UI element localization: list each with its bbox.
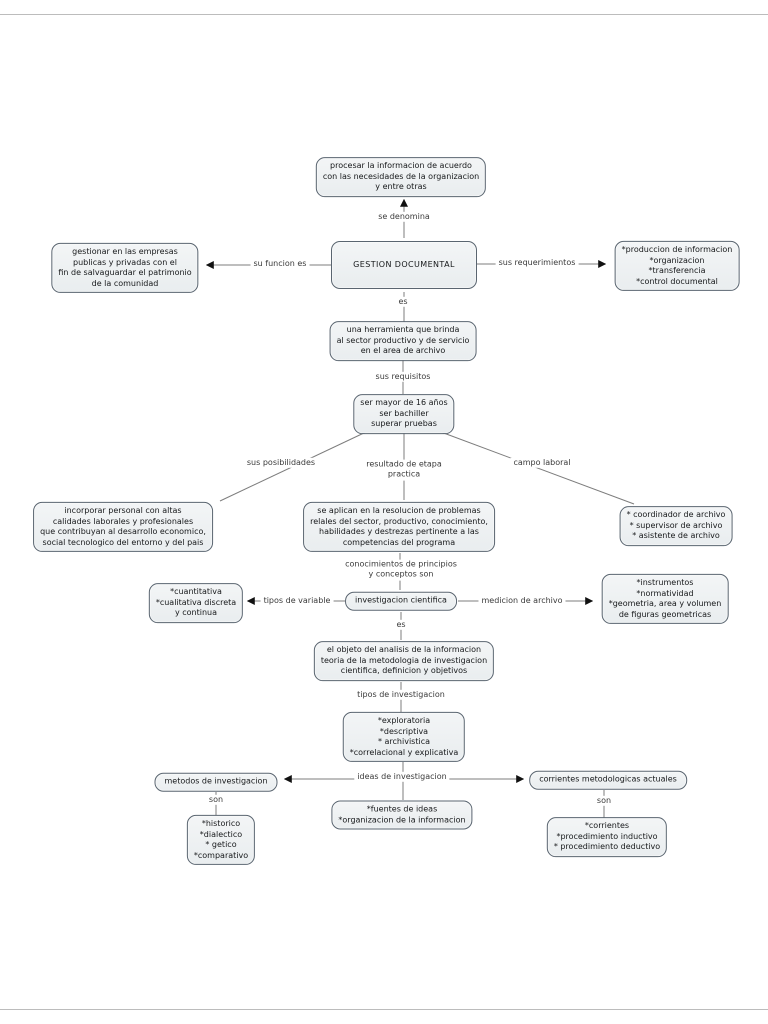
- node-objeto-analisis: el objeto del analisis de la informacion…: [313, 641, 495, 681]
- node-investigacion-cientifica: investigacion cientifica: [345, 591, 457, 611]
- link-label-tipos-de-variable: tipos de variable: [260, 595, 334, 607]
- link-label-es-1: es: [395, 296, 411, 308]
- link-label-son-left: son: [205, 794, 227, 806]
- node-metodos-investigacion: metodos de investigacion: [154, 772, 278, 792]
- link-label-sus-posibilidades: sus posibilidades: [243, 457, 319, 469]
- node-requisitos: ser mayor de 16 años ser bachiller super…: [353, 394, 455, 434]
- link-label-resultado-de-etapa-practica: resultado de etapa practica: [363, 459, 445, 481]
- page-bottom-edge: [0, 1009, 768, 1010]
- link-label-se-denomina: se denomina: [375, 211, 433, 223]
- node-fuentes-ideas: *fuentes de ideas *organizacion de la in…: [331, 800, 473, 830]
- node-procesar-informacion: procesar la informacion de acuerdo con l…: [315, 157, 487, 197]
- node-incorporar-personal: incorporar personal con altas calidades …: [33, 501, 213, 553]
- node-cuantitativa-cualitativa: *cuantitativa *cualitativa discreta y co…: [148, 583, 244, 623]
- link-label-campo-laboral: campo laboral: [510, 457, 574, 469]
- node-instrumentos-normatividad: *instrumentos *normatividad *geometria, …: [601, 573, 729, 625]
- node-herramienta-sector: una herramienta que brinda al sector pro…: [329, 321, 477, 361]
- link-label-tipos-de-investigacion: tipos de investigacion: [354, 689, 448, 701]
- node-cargos-archivo: * coordinador de archivo * supervisor de…: [619, 506, 733, 546]
- node-corrientes-procedimientos: *corrientes *procedimiento inductivo * p…: [546, 817, 668, 857]
- link-label-medicion-de-archivo: medicion de archivo: [478, 595, 566, 607]
- link-label-son-right: son: [593, 795, 615, 807]
- node-se-aplican-resolucion: se aplican en la resolucion de problemas…: [303, 501, 495, 553]
- node-gestionar-empresas: gestionar en las empresas publicas y pri…: [51, 242, 199, 294]
- link-label-su-funcion-es: su funcion es: [250, 258, 310, 270]
- page-top-edge: [0, 14, 768, 15]
- link-label-conocimientos-de-principios: conocimientos de principios y conceptos …: [342, 559, 460, 581]
- node-tipos-exploratoria: *exploratoria *descriptiva * archivistic…: [342, 711, 466, 763]
- node-corrientes-metodologicas: corrientes metodologicas actuales: [529, 770, 687, 790]
- node-metodos-historico: *historico *dialectico * getico *compara…: [186, 814, 256, 866]
- link-label-sus-requerimientos: sus requerimientos: [495, 257, 579, 269]
- link-label-ideas-de-investigacion: ideas de investigacion: [354, 771, 450, 783]
- link-label-sus-requisitos: sus requisitos: [372, 371, 434, 383]
- node-gestion-documental: GESTION DOCUMENTAL: [331, 241, 477, 289]
- link-label-es-2: es: [393, 619, 409, 631]
- node-produccion-informacion: *produccion de informacion *organizacion…: [614, 240, 740, 292]
